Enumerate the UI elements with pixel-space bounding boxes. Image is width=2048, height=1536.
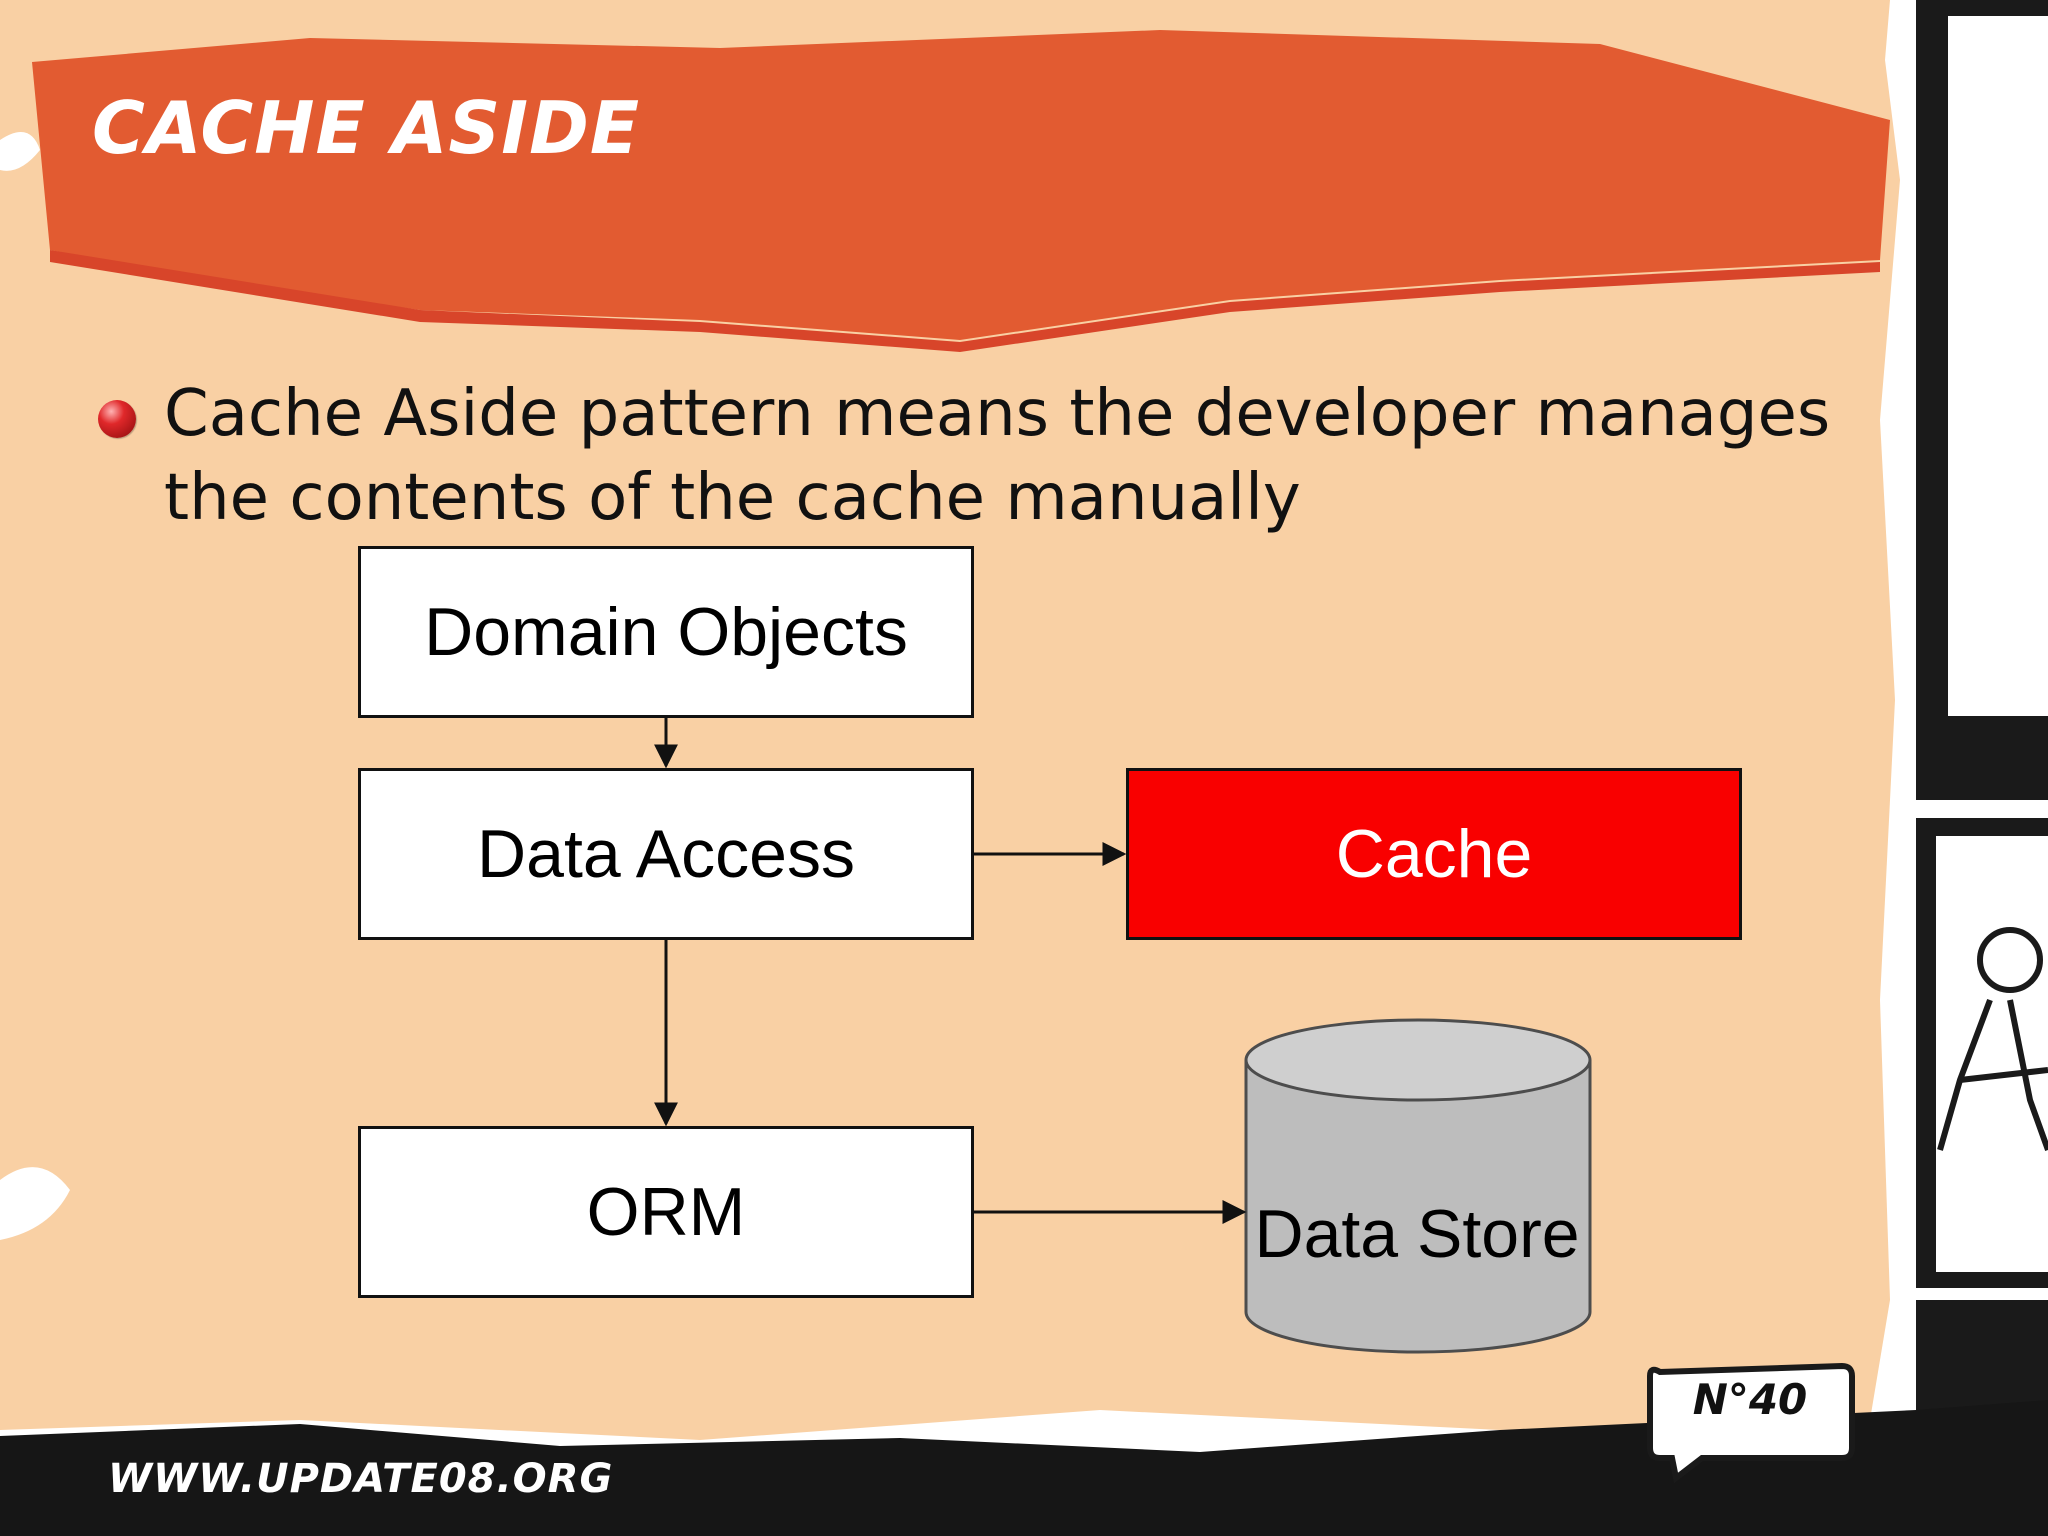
data-store-cylinder xyxy=(1244,1018,1592,1354)
domain-objects-box: Domain Objects xyxy=(358,546,974,718)
cache-box: Cache xyxy=(1126,768,1742,940)
bullet-text: Cache Aside pattern means the developer … xyxy=(164,377,1831,535)
title-banner xyxy=(32,30,1890,340)
footer-url: WWW.UPDATE08.ORG xyxy=(108,1456,614,1502)
slide-title: Cache Aside xyxy=(92,86,641,170)
data-access-box: Data Access xyxy=(358,768,974,940)
bottom-band xyxy=(0,1400,2048,1536)
bullet-icon xyxy=(98,400,136,438)
page-number-bubble xyxy=(1647,1362,1855,1484)
orm-box: ORM xyxy=(358,1126,974,1298)
data-store-label: Data Store xyxy=(1254,1196,1580,1272)
page-number: N°40 xyxy=(1692,1375,1808,1424)
comic-character xyxy=(1937,927,2048,1152)
